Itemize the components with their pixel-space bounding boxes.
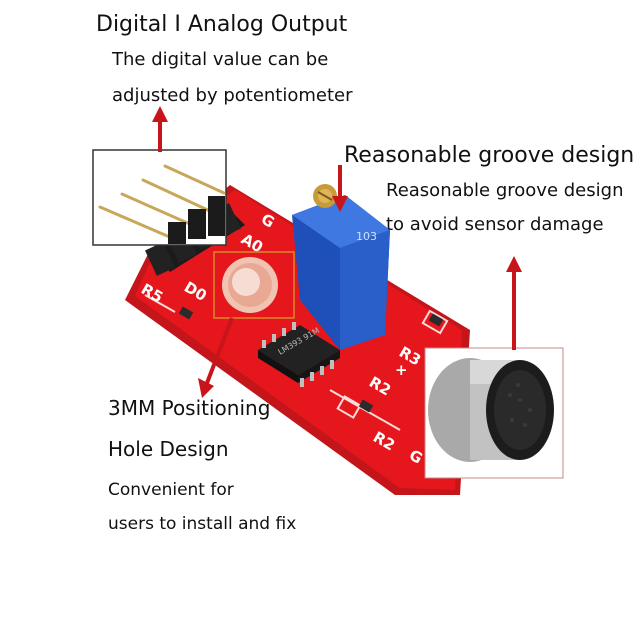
- output-desc-line1: The digital value can be: [112, 49, 329, 70]
- silk-plus: +: [395, 361, 408, 379]
- pot-label: 103: [356, 230, 377, 243]
- groove-title: Reasonable groove design: [344, 143, 635, 168]
- hole-title-line1: 3MM Positioning: [108, 396, 271, 420]
- header-pins-box: [92, 149, 227, 246]
- microphone: [428, 358, 554, 462]
- arrow: [152, 106, 522, 398]
- comparator-chip: LM393 91M: [258, 322, 340, 387]
- mounting-hole: [222, 257, 278, 313]
- hole-desc-line2: users to install and fix: [108, 514, 297, 534]
- hole-title-line2: Hole Design: [108, 437, 229, 461]
- output-title: Digital I Analog Output: [96, 12, 348, 37]
- groove-desc-line2: to avoid sensor damage: [386, 214, 604, 235]
- hole-highlight-box: [213, 251, 295, 319]
- hole-desc-line1: Convenient for: [108, 480, 234, 500]
- potentiometer: 103: [292, 184, 390, 350]
- groove-desc-line1: Reasonable groove design: [386, 180, 624, 201]
- output-desc-line2: adjusted by potentiometer: [112, 85, 353, 106]
